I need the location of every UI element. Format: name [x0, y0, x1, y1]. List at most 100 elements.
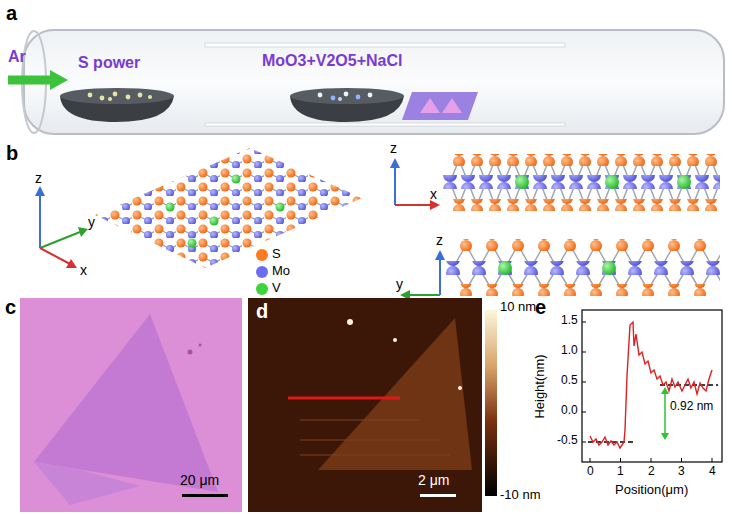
line-shape — [39, 194, 41, 248]
polygon-shape — [50, 70, 68, 90]
circle-shape — [605, 175, 619, 189]
circle-shape — [126, 95, 131, 100]
g-shape — [20, 298, 242, 512]
legend-swatch — [256, 283, 268, 295]
tick-label: 3 — [678, 465, 685, 479]
line-shape — [300, 440, 440, 441]
polygon-shape — [35, 186, 45, 196]
polygon-shape — [390, 158, 400, 168]
rect-shape — [20, 298, 242, 512]
colorbar-label: -10 nm — [500, 488, 540, 503]
rect-shape — [582, 310, 722, 462]
tick-label: 0.5 — [561, 374, 578, 388]
polygon-shape — [318, 318, 472, 470]
rect-shape — [485, 310, 497, 496]
step-height-label: 0.92 nm — [670, 400, 713, 414]
rect-shape — [205, 123, 565, 126]
line-shape — [439, 258, 441, 295]
axis-label: x — [80, 262, 87, 278]
legend-text: S — [272, 247, 281, 262]
rect-shape — [453, 284, 720, 296]
rect-shape — [441, 175, 720, 189]
panel-letter: c — [5, 296, 16, 319]
line-shape — [582, 412, 586, 413]
g-shape — [88, 92, 152, 101]
polygon-shape — [95, 148, 362, 268]
axis-title: Height(nm) — [533, 354, 548, 418]
rect-shape — [420, 494, 456, 497]
polygon-shape — [420, 98, 440, 113]
colorbar-label: 10 nm — [500, 300, 536, 315]
line-shape — [664, 393, 666, 434]
circle-shape — [148, 95, 152, 99]
tick-label: 2 — [648, 465, 655, 479]
circle-shape — [393, 338, 397, 342]
circle-shape — [113, 92, 118, 97]
circle-shape — [199, 344, 202, 347]
axis-label: z — [390, 140, 397, 156]
axis-title: Position(μm) — [615, 483, 688, 498]
polygon-shape — [34, 462, 140, 505]
line-shape — [582, 322, 586, 323]
gas-label: Ar — [8, 48, 26, 66]
axis-label: y — [396, 276, 403, 292]
circle-shape — [88, 93, 93, 98]
axis-label: x — [430, 186, 437, 202]
line-shape — [395, 204, 432, 206]
circle-shape — [458, 386, 462, 390]
rect-shape — [182, 494, 228, 497]
circle-shape — [344, 92, 349, 97]
line-shape — [712, 458, 713, 462]
line-shape — [40, 232, 80, 248]
panel-letter: e — [535, 296, 546, 319]
g-shape — [248, 298, 482, 512]
g-shape — [515, 175, 691, 189]
polygon-shape — [442, 98, 462, 113]
line-shape — [582, 442, 586, 443]
legend-text: V — [272, 281, 281, 296]
circle-shape — [232, 175, 241, 184]
rect-shape — [205, 43, 565, 47]
circle-shape — [347, 319, 353, 325]
ellipse-shape — [290, 88, 404, 104]
line-shape — [590, 458, 591, 462]
tick-label: 1.0 — [561, 344, 578, 358]
scale-label: 20 μm — [180, 472, 219, 488]
axis-label: z — [436, 232, 443, 248]
tick-label: 4 — [709, 465, 716, 479]
line-shape — [394, 166, 396, 205]
tick-label: 0 — [587, 465, 594, 479]
tick-label: 1 — [617, 465, 624, 479]
source-label: MoO3+V2O5+NaCl — [262, 52, 403, 70]
g-shape — [166, 175, 285, 248]
circle-shape — [515, 175, 529, 189]
circle-shape — [318, 93, 323, 98]
rect-shape — [450, 199, 720, 211]
rect-shape — [446, 261, 720, 275]
legend-swatch — [256, 266, 268, 278]
circle-shape — [602, 261, 616, 275]
circle-shape — [188, 239, 197, 248]
axis-label: y — [88, 214, 95, 230]
polygon-shape — [34, 314, 218, 492]
circle-shape — [677, 175, 691, 189]
tick-label: 0.0 — [561, 404, 578, 418]
line-shape — [582, 382, 586, 383]
g-shape — [582, 322, 712, 462]
panel-letter: a — [6, 2, 17, 25]
legend-text: Mo — [272, 264, 290, 279]
line-shape — [620, 458, 621, 462]
line-shape — [8, 76, 52, 85]
scale-label: 2 μm — [418, 472, 449, 488]
rect-shape — [248, 298, 482, 512]
line-shape — [40, 248, 70, 264]
line-shape — [681, 458, 682, 462]
polygon-shape — [402, 92, 478, 120]
polygon-shape — [661, 433, 669, 440]
line-shape — [582, 352, 586, 353]
rect-shape — [24, 30, 724, 134]
line-shape — [408, 294, 440, 296]
circle-shape — [331, 96, 336, 101]
